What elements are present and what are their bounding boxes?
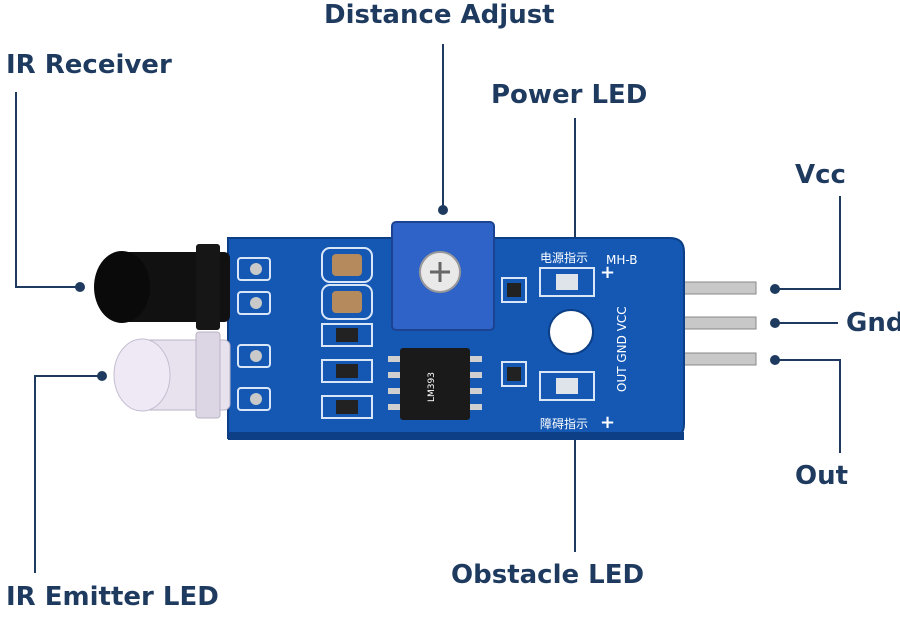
mounting-hole	[548, 309, 594, 355]
ir-emitter-component	[113, 331, 231, 419]
cap-outline-1	[321, 247, 373, 283]
vcc-label: Vcc	[795, 160, 846, 190]
chip-pin-6	[470, 372, 482, 378]
obstacle-led-label: Obstacle LED	[451, 560, 645, 590]
power-led	[556, 274, 578, 290]
distance-adjust-label: Distance Adjust	[324, 0, 555, 30]
leg-2	[250, 297, 262, 309]
out-label: Out	[795, 461, 849, 491]
model-silk: MH-B	[606, 253, 638, 267]
ir-receiver-leader	[15, 92, 80, 288]
vcc-pin	[675, 281, 757, 295]
pad-3	[237, 344, 271, 368]
distance-adjust-dot	[438, 205, 448, 215]
chip-body	[400, 348, 470, 420]
ir-emitter-lens	[113, 338, 171, 412]
ir-receiver-component	[94, 244, 230, 330]
pad-2	[237, 291, 271, 315]
res-outline-4	[501, 277, 527, 303]
chip-pin-8	[470, 404, 482, 410]
chip-label: LM393	[427, 372, 437, 402]
ir-emitter-rim	[195, 331, 221, 419]
res-5	[507, 367, 521, 381]
plus-sign-top: +	[600, 262, 615, 283]
resistors	[321, 277, 527, 419]
res-3	[336, 400, 358, 414]
power-led-silk: 电源指示	[540, 250, 588, 265]
obstacle-led-silk: 障碍指示	[540, 416, 588, 431]
res-outline-2	[321, 359, 373, 383]
ir-pads	[237, 257, 271, 411]
ir-receiver-rim	[196, 244, 220, 330]
ir-emitter-led-label: IR Emitter LED	[6, 582, 219, 612]
power-led-outline	[539, 267, 595, 297]
out-leader	[775, 359, 841, 453]
ir-receiver-dot	[75, 282, 85, 292]
gnd-pin	[675, 316, 757, 330]
chip-pin-1	[388, 356, 400, 362]
vcc-dot	[770, 284, 780, 294]
ir-legs	[250, 263, 262, 405]
leds	[539, 267, 595, 401]
leg-4	[250, 393, 262, 405]
res-outline-3	[321, 395, 373, 419]
leg-3	[250, 350, 262, 362]
ir-receiver-lens	[94, 251, 150, 323]
chip-pin-4	[388, 404, 400, 410]
power-led-label: Power LED	[491, 80, 648, 110]
chip-pins	[388, 356, 482, 410]
capacitors	[321, 247, 373, 320]
vcc-leader	[775, 196, 841, 290]
pcb-edge	[228, 432, 684, 440]
cap-2	[332, 291, 362, 313]
leg-1	[250, 263, 262, 275]
chip-pin-2	[388, 372, 400, 378]
res-1	[336, 328, 358, 342]
cap-1	[332, 254, 362, 276]
res-outline-5	[501, 361, 527, 387]
ir-emitter-leader	[34, 375, 100, 573]
comparator-chip	[388, 348, 482, 420]
obstacle-led-outline	[539, 371, 595, 401]
out-dot	[770, 355, 780, 365]
pad-1	[237, 257, 271, 281]
gnd-dot	[770, 318, 780, 328]
pad-4	[237, 387, 271, 411]
ir-receiver-label: IR Receiver	[6, 50, 172, 80]
ir-emitter-dot	[97, 371, 107, 381]
potentiometer	[391, 221, 495, 331]
res-outline-1	[321, 323, 373, 347]
res-2	[336, 364, 358, 378]
plus-sign-bottom: +	[600, 412, 615, 433]
out-pin	[675, 352, 757, 366]
silkscreen: MH-B 电源指示 障碍指示 + + OUT GND VCC LM393	[427, 250, 638, 433]
chip-pin-3	[388, 388, 400, 394]
chip-pin-7	[470, 388, 482, 394]
pin-silk: OUT GND VCC	[615, 306, 629, 392]
chip-pin-5	[470, 356, 482, 362]
leader-lines	[15, 44, 841, 573]
res-4	[507, 283, 521, 297]
gnd-label: Gnd	[846, 308, 900, 338]
cap-outline-2	[321, 284, 373, 320]
obstacle-led	[556, 378, 578, 394]
